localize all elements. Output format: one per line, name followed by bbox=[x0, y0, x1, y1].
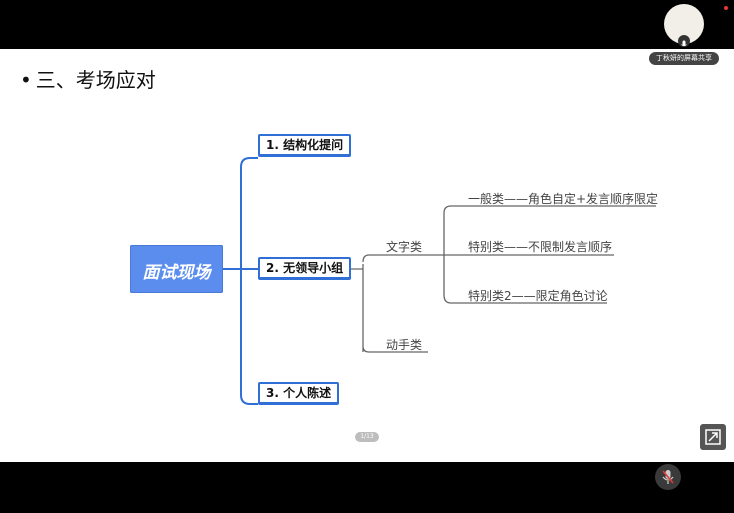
branch-personal-statement: 3. 个人陈述 bbox=[258, 382, 340, 405]
branch-structured-questions: 1. 结构化提问 bbox=[258, 134, 352, 157]
title-text: 三、考场应对 bbox=[35, 68, 156, 92]
slide-title: •三、考场应对 bbox=[20, 64, 156, 93]
root-label: 面试现场 bbox=[142, 263, 211, 283]
root-node: 面试现场 bbox=[130, 245, 223, 293]
status-dot bbox=[724, 6, 728, 10]
mic-icon bbox=[678, 35, 690, 47]
leaf-general: 一般类——角色自定+发言顺序限定 bbox=[468, 192, 659, 206]
shared-slide bbox=[0, 49, 734, 462]
sub-branch-hands-on: 动手类 bbox=[386, 338, 423, 352]
title-bullet: • bbox=[20, 68, 32, 92]
page-indicator: 1/13 bbox=[355, 432, 379, 442]
leaf-special-2: 特别类2——限定角色讨论 bbox=[468, 289, 608, 303]
microphone-muted-icon bbox=[662, 470, 674, 484]
branch-leaderless-group: 2. 无领导小组 bbox=[258, 257, 352, 280]
fullscreen-button[interactable] bbox=[700, 424, 726, 450]
screen-share-label: 丁秋妍的屏幕共享 bbox=[649, 52, 719, 65]
sub-branch-text: 文字类 bbox=[386, 240, 423, 254]
fullscreen-icon bbox=[705, 429, 721, 445]
mic-button[interactable] bbox=[655, 464, 681, 490]
leaf-special: 特别类——不限制发言顺序 bbox=[468, 240, 613, 254]
